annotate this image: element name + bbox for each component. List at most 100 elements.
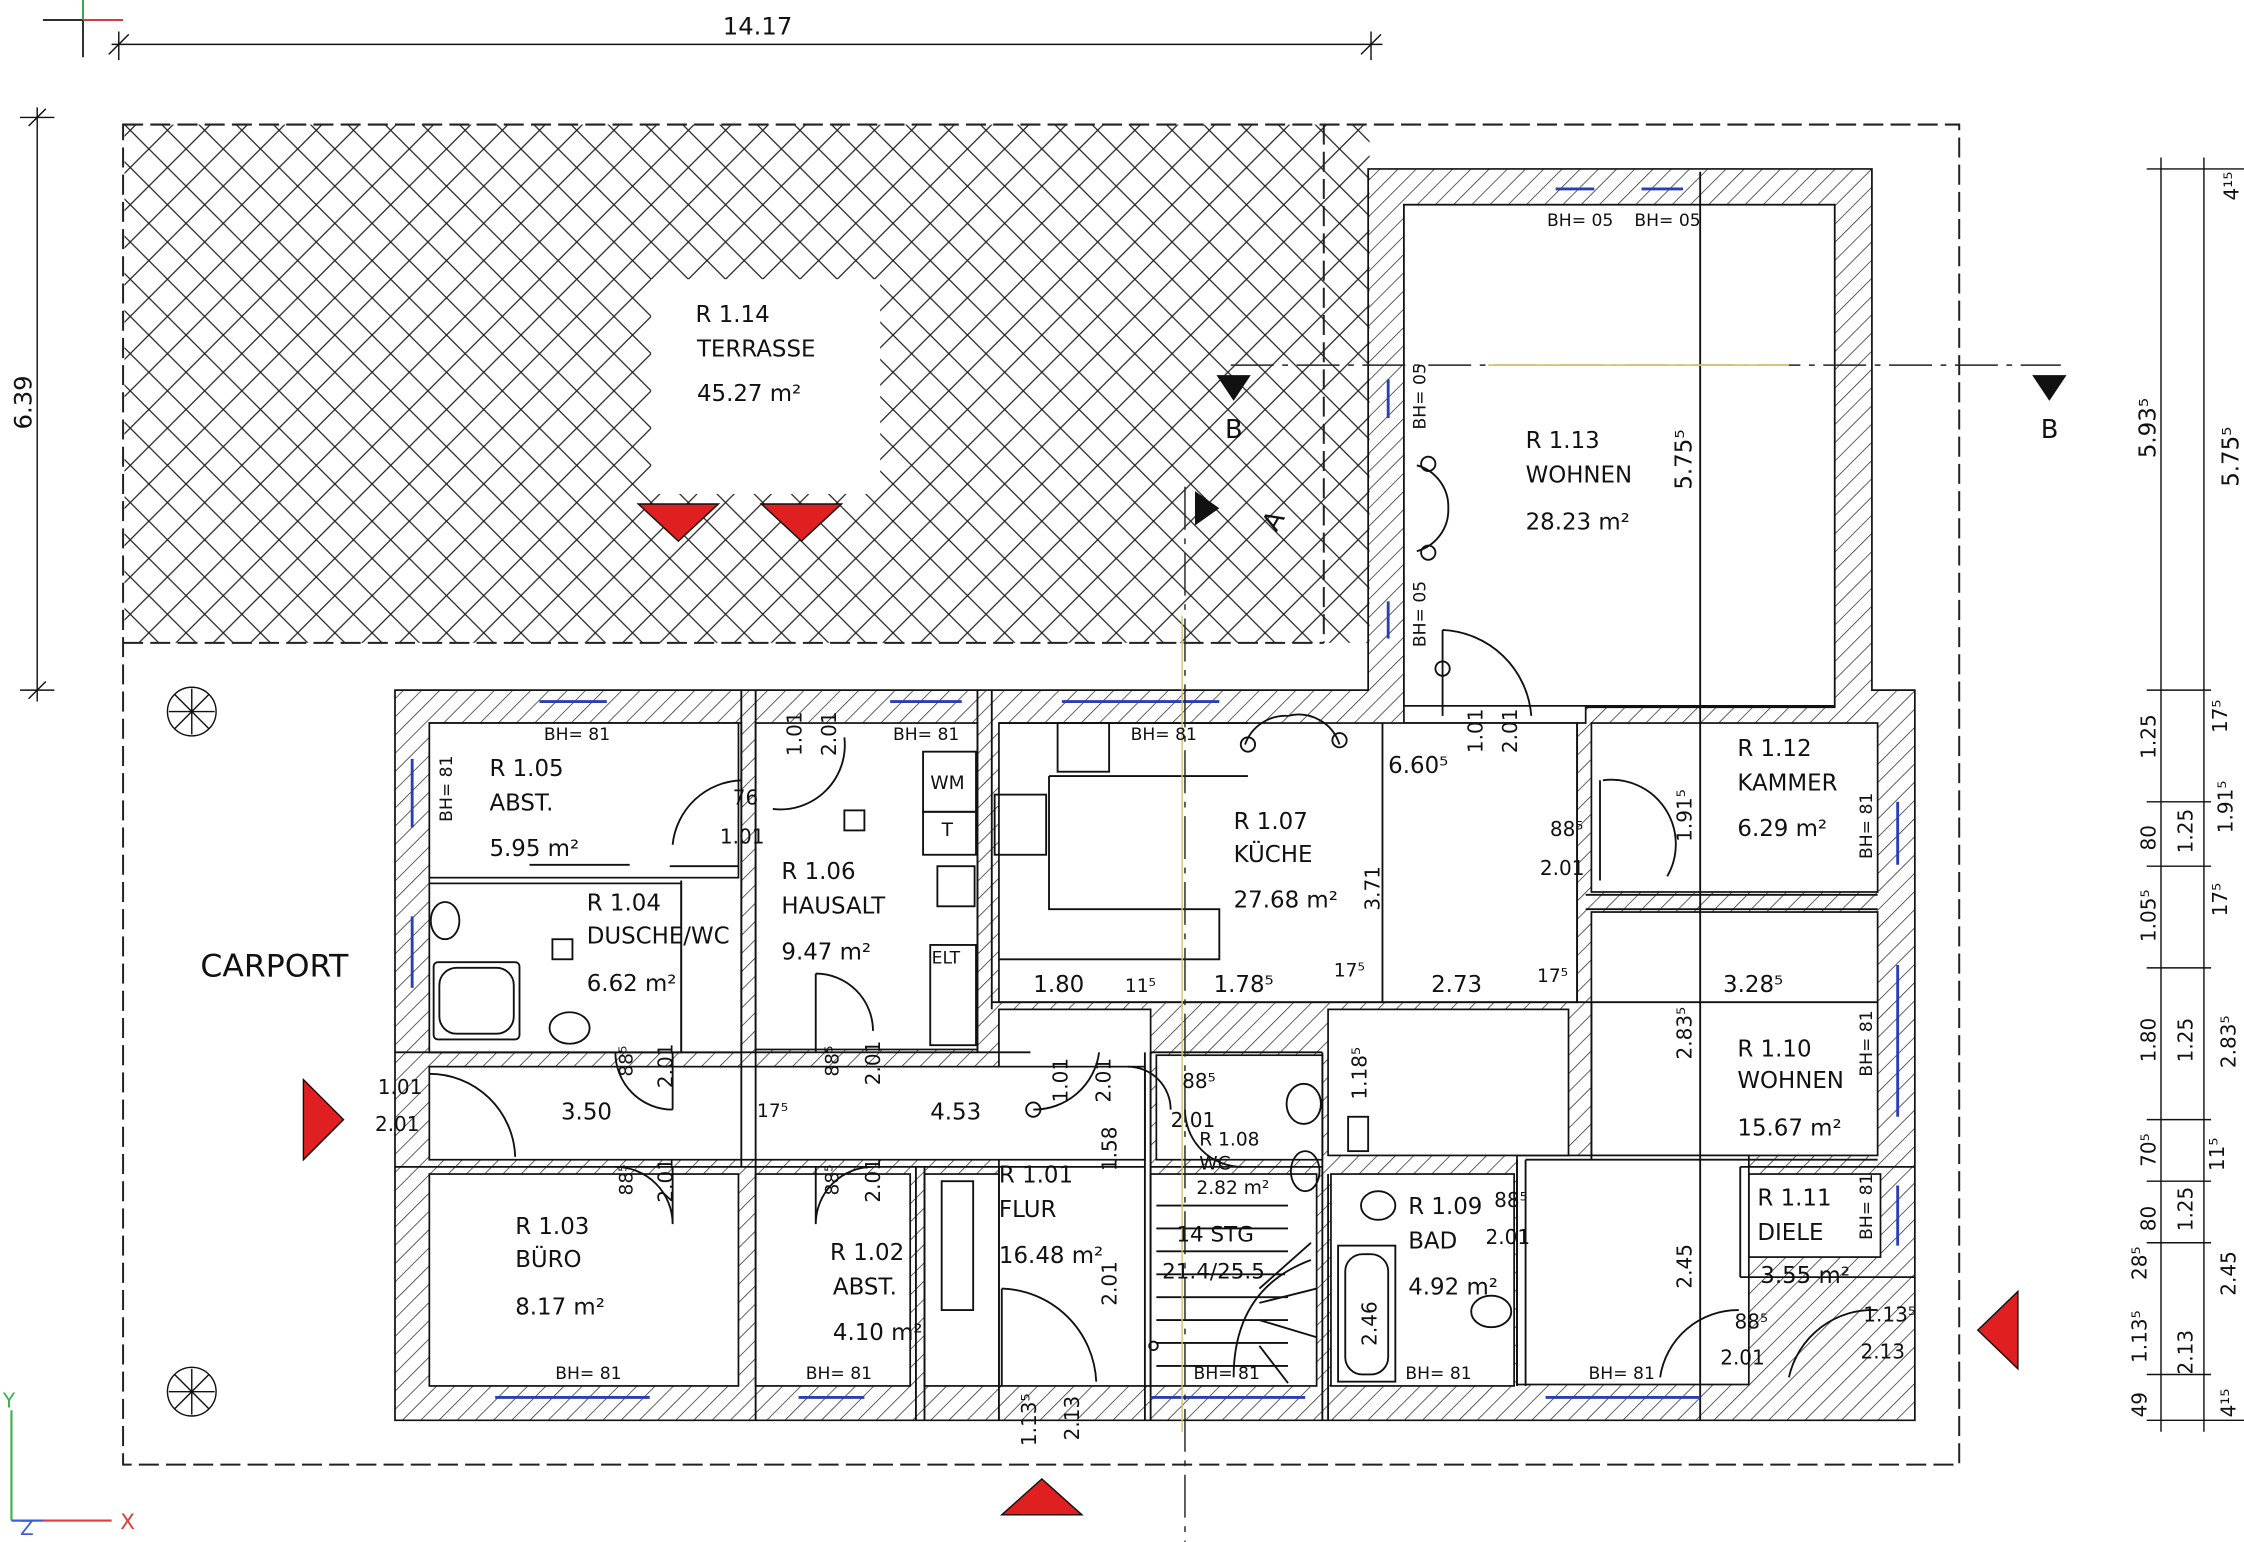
svg-text:3.50: 3.50 — [561, 1100, 612, 1126]
room-number: R 1.02 — [830, 1240, 904, 1266]
svg-text:11⁵: 11⁵ — [1125, 976, 1156, 997]
svg-text:76: 76 — [733, 786, 758, 810]
interior-lines — [394, 171, 1915, 1421]
room-name: FLUR — [999, 1197, 1057, 1223]
svg-text:2.01: 2.01 — [1486, 1225, 1531, 1249]
lot-boundary — [122, 123, 1961, 1466]
svg-text:28⁵: 28⁵ — [2128, 1246, 2152, 1280]
svg-text:BH= 81: BH= 81 — [893, 725, 959, 745]
svg-text:88⁵: 88⁵ — [617, 1164, 638, 1195]
ucs-axis-icon — [10, 1410, 112, 1522]
room-name: WC — [1199, 1154, 1230, 1175]
svg-text:BH= 81: BH= 81 — [1857, 1010, 1877, 1076]
svg-text:BH= 81: BH= 81 — [1194, 1364, 1260, 1384]
svg-text:2.01: 2.01 — [1171, 1108, 1216, 1132]
overall-height-dim: 6.39 — [8, 375, 37, 429]
overall-width-dim: 14.17 — [723, 11, 793, 40]
svg-text:BH= 81: BH= 81 — [806, 1364, 872, 1384]
room-labels: R 1.14 TERRASSE 45.27 m² R 1.13 WOHNEN 2… — [200, 302, 2058, 1346]
axis-label-y: Y — [2, 1388, 16, 1412]
svg-text:2.01: 2.01 — [861, 1158, 885, 1203]
room-number: R 1.08 — [1199, 1129, 1259, 1150]
svg-text:BH= 81: BH= 81 — [1857, 1174, 1877, 1240]
room-name: KÜCHE — [1234, 840, 1313, 868]
svg-text:2.01: 2.01 — [654, 1044, 678, 1089]
svg-text:70⁵: 70⁵ — [2136, 1133, 2160, 1167]
staircase — [1156, 1204, 1317, 1384]
svg-text:BH= 81: BH= 81 — [544, 725, 610, 745]
room-area: 4.10 m² — [833, 1320, 923, 1346]
stair-ratio: 21.4/25.5 — [1162, 1260, 1265, 1285]
room-area: 8.17 m² — [515, 1294, 605, 1320]
elevation-markers — [302, 503, 2019, 1516]
svg-text:4¹⁵: 4¹⁵ — [2219, 172, 2243, 201]
svg-text:4¹⁵: 4¹⁵ — [2216, 1389, 2240, 1418]
svg-text:80: 80 — [2136, 1206, 2160, 1232]
room-area: 15.67 m² — [1737, 1115, 1841, 1141]
svg-text:1.13⁵: 1.13⁵ — [2128, 1310, 2152, 1363]
svg-text:80: 80 — [2136, 825, 2160, 851]
room-area: 6.29 m² — [1737, 816, 1827, 842]
room-number: R 1.11 — [1757, 1186, 1831, 1212]
svg-text:1.13⁵: 1.13⁵ — [1863, 1303, 1916, 1327]
svg-text:1.01: 1.01 — [1049, 1058, 1073, 1103]
svg-text:17⁵: 17⁵ — [1334, 960, 1365, 981]
svg-text:2.45: 2.45 — [2216, 1251, 2240, 1296]
svg-text:1.80: 1.80 — [2136, 1018, 2160, 1063]
svg-text:1.58: 1.58 — [1097, 1127, 1121, 1172]
svg-text:2.01: 2.01 — [375, 1112, 420, 1136]
svg-text:88⁵: 88⁵ — [617, 1046, 638, 1077]
svg-text:1.25: 1.25 — [2173, 809, 2197, 854]
room-name: TERRASSE — [696, 337, 815, 363]
svg-text:BH= 81: BH= 81 — [1131, 725, 1197, 745]
svg-text:2.01: 2.01 — [1097, 1261, 1121, 1306]
svg-text:2.13: 2.13 — [1060, 1396, 1084, 1441]
room-number: R 1.12 — [1737, 736, 1811, 762]
svg-text:2.73: 2.73 — [1431, 972, 1482, 998]
axis-label-z: Z — [20, 1516, 34, 1540]
svg-text:1.05⁵: 1.05⁵ — [2136, 889, 2160, 942]
svg-text:BH= 81: BH= 81 — [1857, 793, 1877, 859]
svg-text:88⁵: 88⁵ — [1550, 817, 1584, 841]
room-name: ABST. — [489, 790, 553, 816]
washer-label: WM — [930, 773, 964, 794]
svg-text:88⁵: 88⁵ — [823, 1164, 844, 1195]
room-area: 4.92 m² — [1408, 1274, 1498, 1300]
svg-text:17⁵: 17⁵ — [1537, 966, 1568, 987]
svg-text:11⁵: 11⁵ — [2205, 1138, 2229, 1172]
svg-text:1.25: 1.25 — [2136, 714, 2160, 759]
carport-label: CARPORT — [200, 948, 349, 984]
terrace-label-clearing — [651, 279, 881, 494]
room-area: 16.48 m² — [999, 1243, 1103, 1269]
svg-text:3.28⁵: 3.28⁵ — [1723, 972, 1783, 998]
room-number: R 1.05 — [489, 756, 563, 782]
room-area: 3.55 m² — [1760, 1263, 1850, 1289]
dimension-labels: 3.50 4.53 1.80 2.73 3.28⁵ 6.60⁵ 1.78⁵ 11… — [375, 429, 1916, 1446]
windows — [410, 187, 1900, 1399]
svg-text:1.01: 1.01 — [782, 711, 806, 756]
room-area: 27.68 m² — [1234, 888, 1338, 914]
svg-text:6.60⁵: 6.60⁵ — [1388, 753, 1448, 779]
svg-text:88⁵: 88⁵ — [1182, 1069, 1216, 1093]
svg-text:1.01: 1.01 — [720, 824, 765, 848]
svg-text:2.13: 2.13 — [1860, 1340, 1905, 1364]
svg-text:BH= 81: BH= 81 — [437, 755, 457, 821]
svg-text:88⁵: 88⁵ — [1735, 1310, 1769, 1334]
svg-text:3.71: 3.71 — [1361, 866, 1385, 911]
svg-text:2.13: 2.13 — [2173, 1330, 2197, 1375]
carport-trees — [166, 686, 217, 1417]
svg-text:2.01: 2.01 — [861, 1041, 885, 1086]
right-chain-labels: 4¹⁵ 5.93⁵ 5.75⁵ 1.25 17⁵ 80 1.25 1.91⁵ 1… — [2128, 172, 2244, 1418]
room-name: WOHNEN — [1737, 1068, 1844, 1094]
room-name: KAMMER — [1737, 770, 1837, 796]
svg-text:17⁵: 17⁵ — [2208, 883, 2232, 917]
svg-text:1.13⁵: 1.13⁵ — [1017, 1393, 1041, 1446]
svg-text:2.83⁵: 2.83⁵ — [2216, 1015, 2240, 1068]
svg-text:17⁵: 17⁵ — [757, 1101, 788, 1122]
window-sill-labels: BH= 81 BH= 81 BH= 81 BH= 05 BH= 05 BH= 8… — [437, 211, 1877, 1384]
room-number: R 1.06 — [781, 859, 855, 885]
svg-text:2.45: 2.45 — [1673, 1244, 1697, 1289]
svg-text:1.91⁵: 1.91⁵ — [1673, 789, 1697, 842]
section-marker-right: B — [2041, 415, 2059, 445]
room-area: 6.62 m² — [587, 971, 677, 997]
